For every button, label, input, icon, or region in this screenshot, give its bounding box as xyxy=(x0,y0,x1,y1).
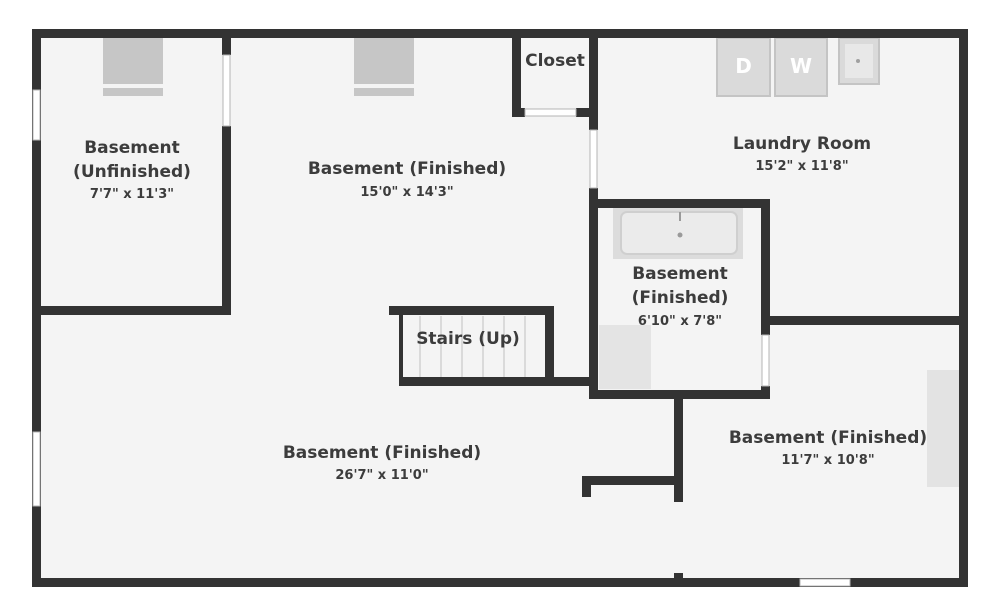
shower-floor xyxy=(599,325,651,389)
room-dims-basement-right: 11'7" x 10'8" xyxy=(781,453,874,468)
opening-laundry xyxy=(589,129,598,189)
window-bottom xyxy=(799,578,851,587)
outer-wall-bottom xyxy=(32,578,968,587)
room-name-bath-line1: Basement xyxy=(632,264,728,284)
walls xyxy=(32,29,968,587)
opening-unfinished xyxy=(222,54,231,127)
stairs-label: Stairs (Up) xyxy=(416,329,520,349)
fixtures: D W xyxy=(103,37,960,487)
room-name-basement-main: Basement (Finished) xyxy=(283,443,481,463)
water-heater-icon xyxy=(927,370,960,487)
room-dims-unfinished: 7'7" x 11'3" xyxy=(90,187,174,202)
room-name-basement-right: Basement (Finished) xyxy=(729,428,927,448)
opening-bath xyxy=(761,334,770,387)
room-name-basement-top: Basement (Finished) xyxy=(308,159,506,179)
washer-label: W xyxy=(790,54,812,78)
washer-icon xyxy=(774,37,828,97)
opening-closet xyxy=(524,108,577,117)
room-labels: Basement (Unfinished) 7'7" x 11'3" Basem… xyxy=(73,51,927,483)
room-dims-basement-main: 26'7" x 11'0" xyxy=(335,468,428,483)
outer-wall-right xyxy=(959,29,968,587)
stairs-icon xyxy=(419,316,526,377)
window-left-upper xyxy=(32,89,41,141)
windows xyxy=(32,54,851,587)
room-name-unfinished-line2: (Unfinished) xyxy=(73,162,191,182)
dryer-label: D xyxy=(735,54,752,78)
outer-wall-top xyxy=(32,29,968,38)
room-name-unfinished-line1: Basement xyxy=(84,138,180,158)
window-left-lower xyxy=(32,431,41,507)
room-name-bath-line2: (Finished) xyxy=(632,288,729,308)
room-name-laundry: Laundry Room xyxy=(733,134,871,154)
room-dims-laundry: 15'2" x 11'8" xyxy=(755,159,848,174)
room-name-closet: Closet xyxy=(525,51,585,71)
room-dims-basement-top: 15'0" x 14'3" xyxy=(360,185,453,200)
room-dims-bath: 6'10" x 7'8" xyxy=(638,314,722,329)
